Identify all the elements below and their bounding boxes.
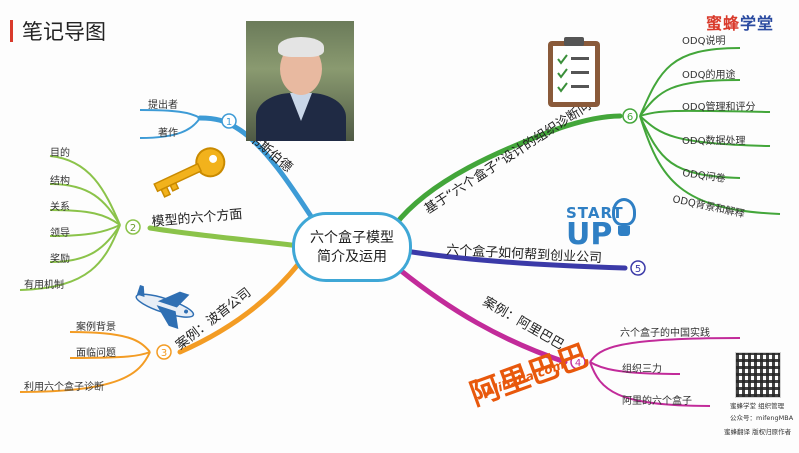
- b3-child-3: 利用六个盒子诊断: [24, 380, 104, 393]
- b2-child-1: 目的: [50, 146, 70, 159]
- photo-hair: [278, 37, 324, 57]
- branch-2-sub-4: [49, 224, 121, 237]
- branch-2-sub-1: [49, 155, 121, 226]
- central-topic: 六个盒子模型 简介及运用: [292, 212, 412, 282]
- branch-6-label: 基于“六个盒子”设计的组织诊断问: [421, 97, 594, 217]
- branch-2-sub-5: [49, 224, 121, 263]
- branch-5-line: [409, 249, 628, 271]
- branch-3-sub-3: [19, 351, 151, 393]
- branch-6-sub-1: [639, 47, 741, 117]
- b1-child-1: 提出者: [148, 98, 178, 111]
- b6-child-3: ODQ管理和评分: [682, 100, 755, 113]
- num-circle-3: 3: [156, 344, 172, 360]
- branch-1-sub-2: [139, 117, 201, 139]
- b2-child-6: 有用机制: [24, 278, 64, 291]
- key-icon: [153, 147, 226, 198]
- b1-child-2: 著作: [158, 126, 178, 139]
- branch-2-label: 模型的六个方面: [151, 206, 243, 230]
- num-1: 1: [226, 117, 232, 128]
- qr-caption-3: 蜜蜂翻译 版权归原作者: [724, 428, 792, 436]
- brand-part-b: 学堂: [740, 14, 775, 33]
- b4-child-2: 组织三力: [622, 362, 662, 375]
- central-topic-line-2: 简介及运用: [317, 249, 387, 265]
- bulb-glass: [612, 198, 636, 226]
- branch-1-sub-1: [139, 109, 201, 119]
- page-title: 笔记导图: [22, 20, 106, 44]
- b6-child-1: ODQ说明: [682, 34, 725, 47]
- brand-part-a: 蜜蜂: [706, 14, 741, 33]
- b2-child-2: 结构: [50, 174, 70, 187]
- num-circle-6: 6: [622, 108, 638, 124]
- num-5: 5: [635, 264, 641, 275]
- b4-child-1: 六个盒子的中国实践: [620, 326, 710, 339]
- branch-6-line: [392, 113, 623, 228]
- brand-logo: 蜜蜂学堂: [706, 10, 774, 34]
- branch-4-line: [397, 267, 568, 365]
- branch-6-sub-2: [639, 79, 741, 117]
- central-topic-line-1: 六个盒子模型: [310, 230, 394, 246]
- branch-3-sub-2: [69, 351, 151, 359]
- startup-bulb-icon: START UP: [566, 204, 624, 252]
- person-photo: [246, 21, 354, 141]
- num-circle-5: 5: [630, 260, 646, 276]
- b6-child-2: ODQ的用途: [682, 68, 735, 81]
- b2-child-4: 领导: [50, 226, 70, 239]
- branch-6-sub-4: [639, 115, 771, 147]
- b2-child-3: 关系: [50, 200, 70, 213]
- clipboard-checklist-icon: [548, 37, 600, 107]
- branch-3-line: [177, 259, 303, 355]
- branch-6-sub-3: [639, 109, 771, 117]
- b6-child-6: ODQ背景和解释: [671, 192, 746, 220]
- num-circle-2: 2: [125, 219, 141, 235]
- bulb-base: [618, 226, 630, 236]
- b3-child-2: 面临问题: [76, 346, 116, 359]
- b3-child-1: 案例背景: [76, 320, 116, 333]
- branch-2-sub-3: [49, 209, 121, 226]
- branch-2-line: [147, 225, 303, 249]
- b2-child-5: 奖励: [50, 252, 70, 265]
- branch-2-sub-2: [49, 183, 121, 226]
- branch-6-sub-5: [639, 115, 741, 179]
- num-6: 6: [627, 112, 633, 123]
- header-accent-bar: [10, 20, 13, 42]
- b6-child-4: ODQ数据处理: [682, 134, 745, 147]
- num-3: 3: [161, 348, 167, 359]
- qr-caption-2: 公众号：mifengMBA: [730, 414, 794, 422]
- branch-6-sub-6: [639, 115, 781, 215]
- branch-4-sub-3: [589, 361, 711, 407]
- startup-bottom-text: UP: [566, 217, 613, 252]
- b4-child-3: 阿里的六个盒子: [622, 394, 692, 407]
- branch-2-sub-6: [19, 224, 121, 291]
- num-2: 2: [130, 223, 136, 234]
- startup-top-text: START: [566, 204, 624, 222]
- qr-caption-1: 蜜蜂学堂 组织管理: [730, 402, 785, 410]
- branch-4-sub-2: [589, 361, 681, 375]
- num-circle-4: 4: [570, 354, 586, 370]
- num-4: 4: [575, 358, 581, 369]
- branch-4-sub-1: [589, 337, 741, 363]
- qr-code: [735, 352, 781, 398]
- num-circle-1: 1: [221, 113, 237, 129]
- b6-child-5: ODQ问卷: [682, 166, 727, 185]
- branch-3-sub-1: [69, 331, 151, 353]
- airplane-icon: [135, 285, 195, 329]
